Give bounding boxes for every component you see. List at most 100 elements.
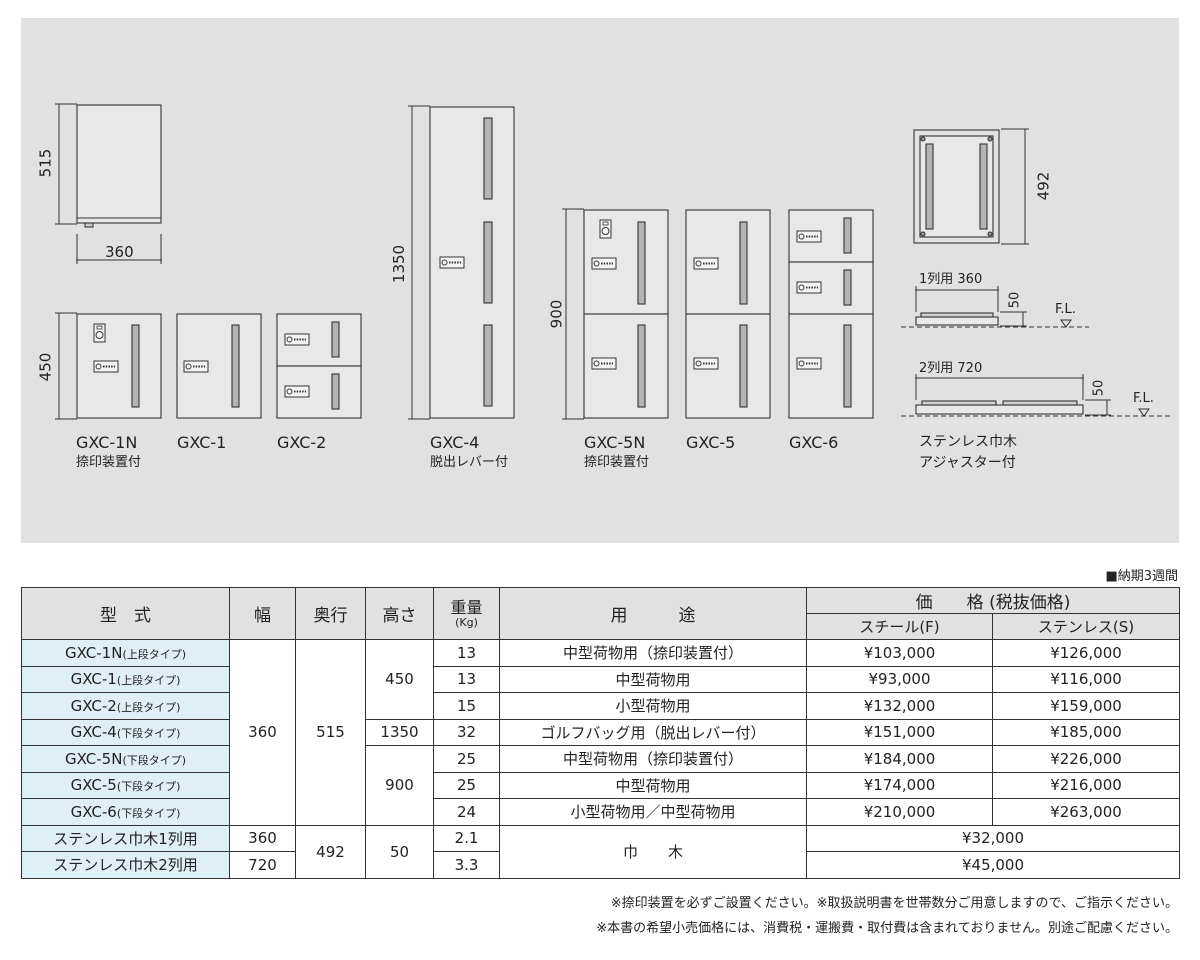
side-view-box xyxy=(76,104,162,228)
table-row: ステンレス巾木1列用 360 492 50 2.1 巾 木 ¥32,000 xyxy=(21,824,1181,879)
stainless-price-cell: ¥116,000 xyxy=(991,665,1181,693)
model-name: GXC-1N xyxy=(64,643,123,662)
use-cell: 小型荷物用／中型荷物用 xyxy=(499,798,807,826)
table-row: ステンレス巾木2列用 720 3.3 ¥45,000 xyxy=(21,851,1181,879)
stainless-price-cell: ¥216,000 xyxy=(991,771,1181,799)
table-row: GXC-5N(下段タイプ) 900 25 中型荷物用（捺印装置付） ¥184,0… xyxy=(21,745,1181,826)
label-gxc-5: GXC-5 xyxy=(686,433,736,452)
weight-cell: 2.1 xyxy=(433,824,500,852)
weight-cell: 13 xyxy=(433,665,500,693)
table-row: GXC-4(下段タイプ) 1350 32 ゴルフバッグ用（脱出レバー付） ¥15… xyxy=(21,718,1181,746)
model-cell: GXC-6(下段タイプ) xyxy=(21,798,230,826)
label-baseboard-1: ステンレス巾木 xyxy=(919,434,1017,450)
baseboard-top-view xyxy=(913,129,1000,244)
model-cell: GXC-4(下段タイプ) xyxy=(21,718,230,746)
stainless-price-cell: ¥226,000 xyxy=(991,745,1181,773)
model-cell: GXC-5N(下段タイプ) xyxy=(21,745,230,773)
label-gxc-1n: GXC-1N xyxy=(76,433,138,452)
model-name: GXC-4 xyxy=(70,723,117,742)
dim-base-2row: 2列用 720 xyxy=(919,361,983,376)
header-weight: 重量 (Kg) xyxy=(433,587,500,640)
header-model: 型 式 xyxy=(21,587,230,640)
model-cell: GXC-1(上段タイプ) xyxy=(21,665,230,693)
note-gxc-5n: 捺印装置付 xyxy=(584,455,650,470)
locker-line-drawings xyxy=(55,103,1171,420)
label-gxc-4: GXC-4 xyxy=(430,433,480,452)
model-type: (下段タイプ) xyxy=(116,727,181,741)
use-cell: 中型荷物用 xyxy=(499,771,807,799)
header-price: 価 格 (税抜価格) xyxy=(805,587,1181,614)
label-gxc-1: GXC-1 xyxy=(177,433,227,452)
stainless-price-cell: ¥263,000 xyxy=(991,798,1181,826)
dim-base-1row: 1列用 360 xyxy=(919,272,983,287)
dim-base-h1: 50 xyxy=(1007,291,1023,309)
label-gxc-5n: GXC-5N xyxy=(584,433,646,452)
dim-fl-2: F.L. xyxy=(1133,391,1154,406)
model-name: GXC-2 xyxy=(70,696,117,715)
baseboard-2row-side xyxy=(915,400,1084,415)
weight-cell: 13 xyxy=(433,639,500,667)
footnote-2: ※本書の希望小売価格には、消費税・運搬費・取付費は含まれておりません。別途ご配慮… xyxy=(596,921,1178,936)
dim-lower-height: 900 xyxy=(547,299,566,329)
spec-price-table: 型 式 幅 奥行 高さ 重量 (Kg) 用 途 価 格 (税抜価格) スチール(… xyxy=(21,587,1181,879)
use-cell: 小型荷物用 xyxy=(499,692,807,720)
height-tall-cell: 1350 xyxy=(365,718,434,746)
weight-cell: 3.3 xyxy=(433,851,500,879)
label-gxc-6: GXC-6 xyxy=(789,433,839,452)
header-stainless: ステンレス(S) xyxy=(991,613,1181,640)
model-name: GXC-5 xyxy=(70,776,117,795)
model-cell: GXC-1N(上段タイプ) xyxy=(21,639,230,667)
height-cell: 50 xyxy=(365,824,434,879)
use-cell: ゴルフバッグ用（脱出レバー付） xyxy=(499,718,807,746)
model-type: (下段タイプ) xyxy=(116,780,181,794)
dim-base-h2: 50 xyxy=(1091,379,1107,397)
dim-side-height: 515 xyxy=(36,148,55,178)
header-use: 用 途 xyxy=(499,587,807,640)
steel-price-cell: ¥93,000 xyxy=(806,665,993,693)
footnote-1: ※捺印装置を必ずご設置ください。※取扱説明書を世帯数分ご用意しますので、ご指示く… xyxy=(610,896,1178,911)
height-upper-cell: 450 xyxy=(365,639,434,720)
weight-cell: 25 xyxy=(433,745,500,773)
gxc-6-drawing xyxy=(788,209,874,419)
gxc-1-drawing xyxy=(176,313,262,419)
note-gxc-4: 脱出レバー付 xyxy=(430,455,509,470)
dim-fl-1: F.L. xyxy=(1055,302,1076,317)
label-gxc-2: GXC-2 xyxy=(277,433,327,452)
table-row: GXC-5(下段タイプ) 25 中型荷物用 ¥174,000 ¥216,000 xyxy=(21,771,1181,799)
price-cell: ¥32,000 xyxy=(805,824,1181,852)
header-steel: スチール(F) xyxy=(806,613,993,640)
use-cell: 中型荷物用（捺印装置付） xyxy=(499,639,807,667)
stainless-price-cell: ¥185,000 xyxy=(991,718,1181,746)
depth-cell: 492 xyxy=(295,824,366,879)
gxc-2-drawing xyxy=(276,313,362,419)
model-type: (下段タイプ) xyxy=(116,806,181,820)
lead-time-note: ■納期3週間 xyxy=(1105,569,1178,584)
weight-cell: 25 xyxy=(433,771,500,799)
steel-price-cell: ¥132,000 xyxy=(806,692,993,720)
price-cell: ¥45,000 xyxy=(805,851,1181,879)
weight-cell: 32 xyxy=(433,718,500,746)
depth-cell: 515 xyxy=(295,639,366,826)
header-height: 高さ xyxy=(365,587,434,640)
gxc-5n-drawing xyxy=(583,209,669,419)
header-weight-label: 重量 xyxy=(450,598,483,617)
model-cell: ステンレス巾木1列用 xyxy=(21,824,230,852)
gxc-5-drawing xyxy=(685,209,771,419)
model-type: (下段タイプ) xyxy=(122,753,187,767)
steel-price-cell: ¥210,000 xyxy=(806,798,993,826)
model-cell: GXC-5(下段タイプ) xyxy=(21,771,230,799)
table-row: GXC-1(上段タイプ) 13 中型荷物用 ¥93,000 ¥116,000 xyxy=(21,665,1181,693)
gxc-4-drawing xyxy=(429,106,515,419)
stainless-price-cell: ¥159,000 xyxy=(991,692,1181,720)
dim-tall-height: 1350 xyxy=(390,244,409,284)
header-weight-unit: (Kg) xyxy=(455,616,478,629)
steel-price-cell: ¥184,000 xyxy=(806,745,993,773)
height-lower-cell: 900 xyxy=(365,745,434,826)
model-cell: ステンレス巾木2列用 xyxy=(21,851,230,879)
stainless-price-cell: ¥126,000 xyxy=(991,639,1181,667)
model-cell: GXC-2(上段タイプ) xyxy=(21,692,230,720)
use-cell: 中型荷物用（捺印装置付） xyxy=(499,745,807,773)
header-depth: 奥行 xyxy=(295,587,366,640)
steel-price-cell: ¥103,000 xyxy=(806,639,993,667)
dim-side-width: 360 xyxy=(105,243,134,261)
